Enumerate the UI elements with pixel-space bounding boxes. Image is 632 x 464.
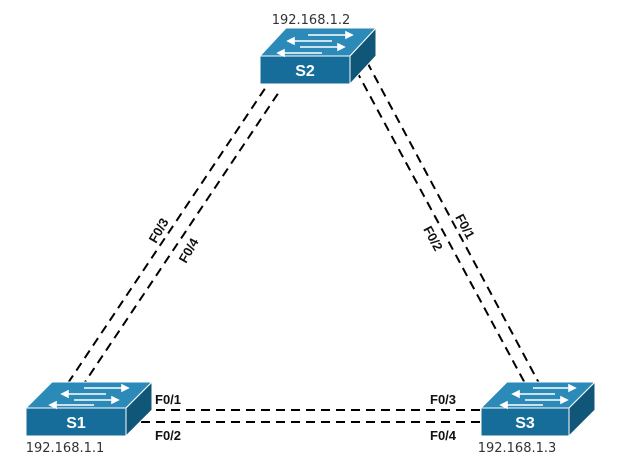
switch-front-face — [25, 407, 127, 437]
port-label-s3-f03: F0/3 — [430, 392, 456, 407]
port-label-s2-f04: F0/4 — [176, 235, 202, 266]
switch-arrows-icon — [48, 383, 130, 410]
port-labels: F0/1 F0/2 F0/3 F0/4 F0/3 F0/4 F0/1 F0/2 — [146, 211, 478, 443]
link-s2-s3-b — [355, 69, 528, 388]
switch-s1-label: S1 — [66, 415, 86, 432]
port-label-s3-f02: F0/2 — [420, 223, 445, 253]
port-label-s1-f01: F0/1 — [155, 392, 181, 407]
port-label-s1-f02: F0/2 — [155, 428, 181, 443]
link-s2-s3-a — [366, 61, 541, 386]
switch-s1[interactable]: S1 — [24, 380, 154, 438]
port-label-s3-f04: F0/4 — [430, 428, 457, 443]
switch-s3-label: S3 — [515, 415, 535, 432]
switch-s3-ip: 192.168.1.3 — [478, 441, 557, 456]
switch-arrows-icon — [499, 383, 577, 410]
switch-arrows-icon — [276, 30, 354, 58]
switch-front-face — [259, 55, 351, 85]
link-s1-s2-b — [80, 88, 282, 389]
switch-s2-ip: 192.168.1.2 — [272, 13, 351, 28]
link-s1-s2-a — [67, 83, 269, 384]
switch-front-face — [480, 407, 570, 437]
links — [67, 61, 541, 423]
port-label-s2-f03: F0/3 — [146, 215, 172, 245]
switch-s3[interactable]: S3 — [479, 380, 597, 438]
switch-s2-label: S2 — [295, 63, 315, 80]
switch-s1-ip: 192.168.1.1 — [26, 441, 105, 456]
switch-s2[interactable]: S2 — [258, 26, 378, 86]
